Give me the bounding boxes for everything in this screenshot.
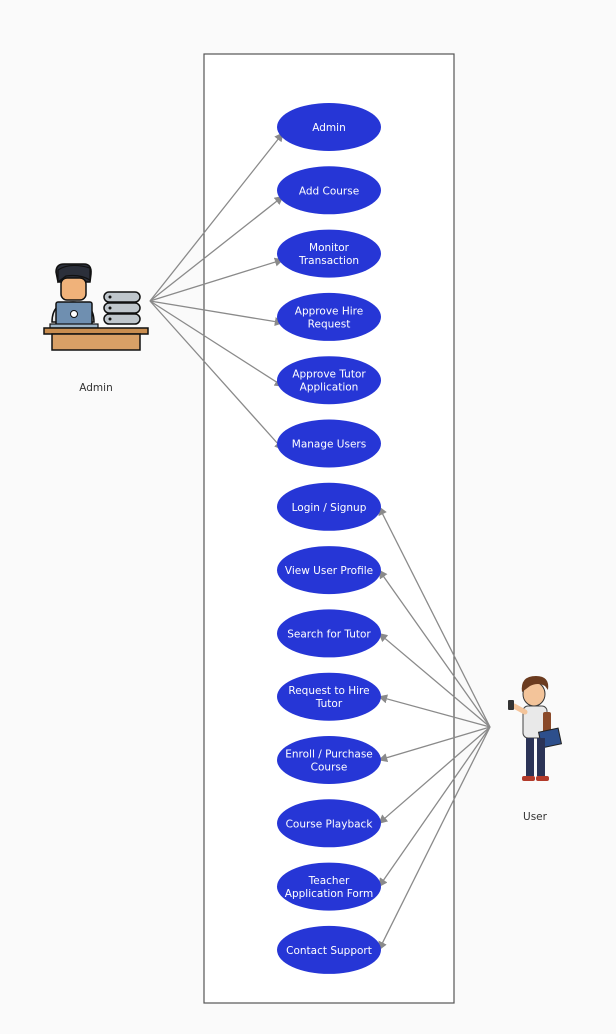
admin-actor-label: Admin — [79, 382, 112, 394]
use-case-label: Course Playback — [286, 818, 374, 830]
use-case-label: Request to Hire — [288, 685, 369, 697]
use-case-label: Application Form — [285, 888, 373, 900]
use-case-label: Monitor — [309, 242, 350, 254]
connectors-layer — [149, 132, 491, 951]
connector-user-to-login-signup — [378, 505, 491, 728]
use-case-label: Manage Users — [292, 439, 366, 451]
connector-user-to-search-for-tutor — [378, 632, 491, 728]
use-case-oval — [277, 799, 381, 848]
connector-user-to-view-user-profile — [378, 569, 491, 728]
use-case-label: Request — [308, 318, 351, 330]
use-case-label: Approve Hire — [295, 305, 363, 317]
connector-user-to-course-playback — [378, 726, 491, 824]
use-case-oval — [277, 609, 381, 658]
connector-user-to-contact-support — [378, 726, 491, 951]
connector-admin-to-add-course — [149, 195, 284, 302]
connector-admin-to-monitor-transaction — [149, 257, 284, 302]
use-case-label: Transaction — [298, 255, 359, 267]
use-case-label: Teacher — [308, 875, 350, 887]
use-case-oval — [277, 736, 381, 784]
use-case-label: Admin — [312, 122, 345, 134]
use-case-label: Approve Tutor — [292, 369, 366, 381]
use-case-oval — [277, 546, 381, 595]
use-case-oval — [277, 672, 381, 721]
use-case-view-user-profile[interactable]: View User Profile — [277, 546, 381, 595]
use-case-label: Application — [300, 382, 359, 394]
use-case-oval — [277, 419, 381, 468]
connector-user-to-request-to-hire-tutor — [378, 694, 491, 728]
use-case-contact-support[interactable]: Contact Support — [277, 925, 381, 974]
use-case-admin[interactable]: Admin — [277, 103, 381, 151]
admin-at-desk-icon — [43, 263, 149, 351]
use-case-label: Add Course — [299, 185, 359, 197]
use-case-label: Tutor — [315, 698, 343, 710]
use-case-oval — [277, 862, 381, 911]
use-case-label: Search for Tutor — [287, 628, 371, 640]
use-case-label: View User Profile — [285, 565, 373, 577]
use-case-oval — [277, 292, 381, 341]
use-case-login-signup[interactable]: Login / Signup — [277, 482, 381, 531]
use-case-oval — [277, 229, 381, 278]
use-case-add-course[interactable]: Add Course — [277, 166, 381, 215]
connector-user-to-teacher-application-form — [378, 726, 491, 888]
use-case-label: Course — [311, 762, 348, 774]
use-case-oval — [277, 356, 381, 405]
connector-admin-to-admin — [149, 132, 284, 302]
use-case-label: Enroll / Purchase — [285, 749, 373, 761]
connector-admin-to-manage-users — [149, 300, 284, 451]
use-case-search-for-tutor[interactable]: Search for Tutor — [277, 609, 381, 658]
connector-admin-to-approve-tutor-application — [149, 300, 284, 387]
use-case-oval — [277, 482, 381, 531]
use-case-label: Login / Signup — [292, 502, 367, 514]
connector-user-to-enroll-purchase-course — [378, 726, 491, 763]
use-case-label: Contact Support — [286, 945, 372, 957]
use-case-oval — [277, 103, 381, 151]
use-case-course-playback[interactable]: Course Playback — [277, 799, 381, 848]
user-actor-label: User — [523, 811, 548, 823]
use-case-oval — [277, 166, 381, 215]
use-case-oval — [277, 925, 381, 974]
connector-admin-to-approve-hire-request — [149, 300, 284, 327]
student-user-icon — [508, 676, 563, 781]
use-case-manage-users[interactable]: Manage Users — [277, 419, 381, 468]
